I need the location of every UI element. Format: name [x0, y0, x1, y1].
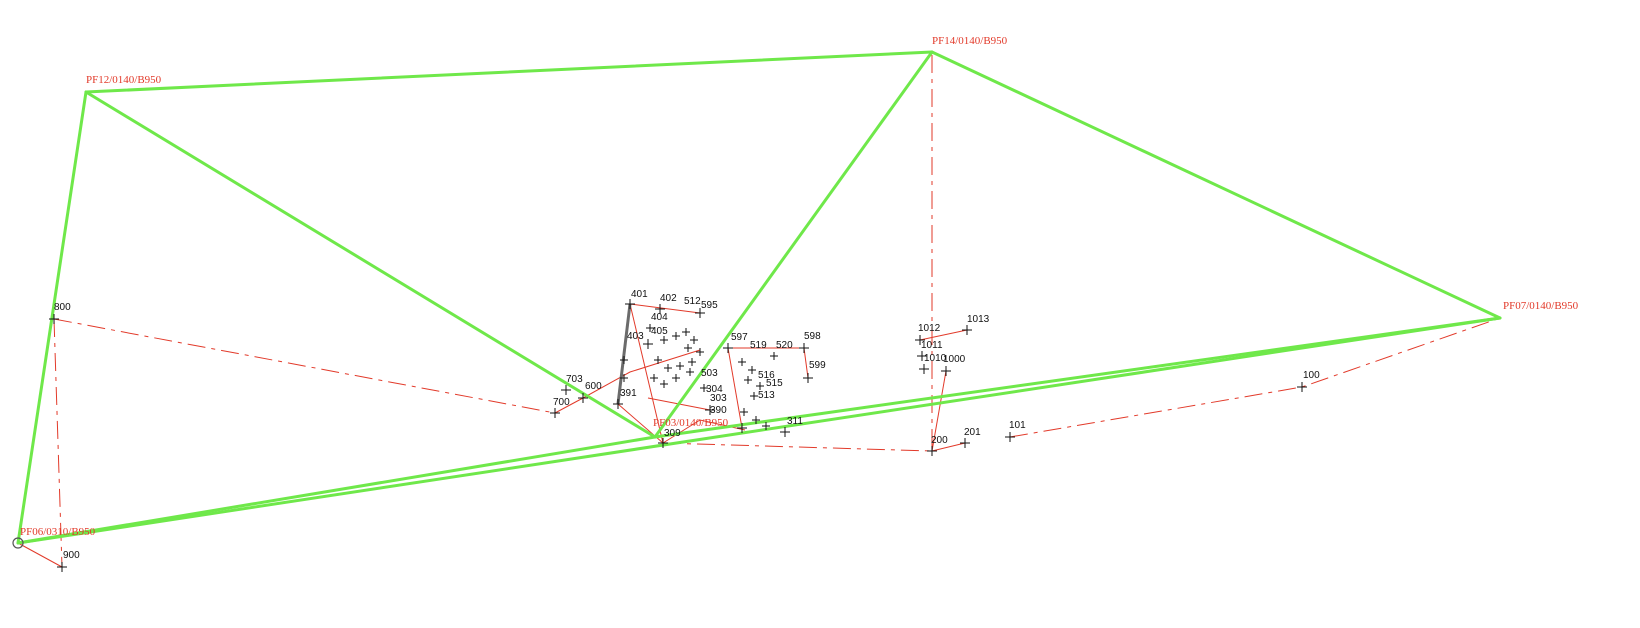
point-label: 1012 [918, 323, 941, 334]
point-cross [799, 343, 809, 353]
point-label: 304 [706, 384, 723, 395]
point-cross [658, 438, 668, 448]
traverse-line [17, 542, 63, 568]
point-cross [1297, 382, 1307, 392]
point-label: 391 [620, 388, 637, 399]
network-edge [16, 316, 1502, 545]
point-cross [723, 343, 733, 353]
traverse-line [931, 370, 947, 452]
point-label: 403 [627, 331, 644, 342]
point-label: 599 [809, 360, 826, 371]
point-label: 703 [566, 374, 583, 385]
control-label-pf03: PF03/0140/B950 [653, 417, 729, 429]
point-label: 598 [804, 331, 821, 342]
point-cross [49, 314, 59, 324]
cluster-crosses [620, 324, 778, 430]
point-label: 100 [1303, 370, 1320, 381]
control-network [16, 50, 1502, 545]
point-label: 401 [631, 289, 648, 300]
point-cross [625, 299, 635, 309]
survey-point-markers [49, 299, 1307, 572]
point-cross [962, 325, 972, 335]
point-cross [919, 364, 929, 374]
dense-cluster [620, 324, 778, 430]
point-label: 512 [684, 296, 701, 307]
control-label-pf06: PF06/0310/B950 [20, 526, 96, 538]
point-cross [695, 308, 705, 318]
point-cross [1005, 432, 1015, 442]
traverse-line [554, 349, 701, 414]
point-label: 404 [651, 312, 668, 323]
point-label: 800 [54, 302, 71, 313]
point-cross [917, 351, 927, 361]
point-label: 520 [776, 340, 793, 351]
control-label-pf07: PF07/0140/B950 [1503, 300, 1579, 312]
traverse-line [629, 303, 664, 444]
point-cross [550, 408, 560, 418]
point-cross [960, 438, 970, 448]
point-label: 900 [63, 550, 80, 561]
point-cross [927, 446, 937, 456]
point-label: 1013 [967, 314, 990, 325]
network-edge [84, 90, 657, 439]
point-cross [613, 399, 623, 409]
point-label: 201 [964, 427, 981, 438]
point-cross [780, 427, 790, 437]
point-label: 200 [931, 435, 948, 446]
point-label: 405 [651, 326, 668, 337]
point-cross [655, 304, 665, 314]
traverse-line [53, 318, 63, 568]
point-cross [57, 562, 67, 572]
gray-baseline [616, 303, 632, 405]
network-edge [84, 50, 1502, 320]
traverse-line [919, 329, 968, 341]
control-label-pf12: PF12/0140/B950 [86, 74, 162, 86]
traverse-line [662, 442, 933, 452]
point-label: 519 [750, 340, 767, 351]
point-cross [915, 335, 925, 345]
point-label: 515 [766, 378, 783, 389]
point-label: 402 [660, 293, 677, 304]
network-edge [653, 50, 934, 439]
point-cross [561, 385, 571, 395]
point-cross [578, 393, 588, 403]
point-label: 309 [664, 428, 681, 439]
survey-point-labels: 800 900 700 703 600 401 402 404 405 403 … [54, 289, 1320, 561]
point-label: 390 [710, 405, 727, 416]
point-cross [737, 423, 747, 433]
traverse-lines [17, 55, 1501, 568]
point-label: 311 [787, 416, 803, 427]
point-cross [941, 366, 951, 376]
point-label: 1010 [924, 353, 947, 364]
point-cross [705, 405, 715, 415]
point-label: 1011 [921, 340, 943, 351]
point-label: 101 [1009, 420, 1026, 431]
traverse-line [931, 442, 966, 452]
point-label: 1000 [943, 354, 966, 365]
point-cross [803, 373, 813, 383]
point-label: 600 [585, 381, 602, 392]
point-label: 303 [710, 393, 727, 404]
network-edge [16, 316, 1502, 545]
control-label-pf14: PF14/0140/B950 [932, 35, 1008, 47]
point-label: 516 [758, 370, 775, 381]
traverse-line [727, 347, 743, 429]
control-point-marker [12, 537, 24, 549]
control-point-labels: PF12/0140/B950 PF14/0140/B950 PF07/0140/… [20, 35, 1579, 538]
point-label: 597 [731, 332, 748, 343]
point-label: 595 [701, 300, 718, 311]
traverse-line [53, 318, 556, 414]
point-label: 700 [553, 397, 570, 408]
network-edge [16, 90, 88, 545]
point-label: 513 [758, 390, 775, 401]
point-cross [643, 339, 653, 349]
point-label: 503 [701, 368, 718, 379]
